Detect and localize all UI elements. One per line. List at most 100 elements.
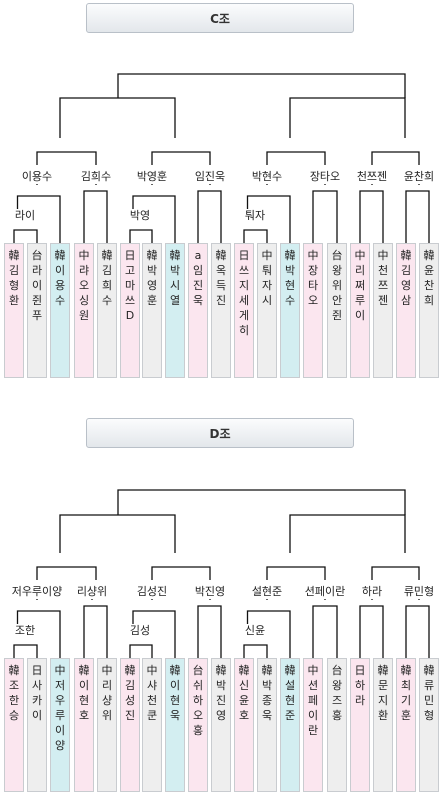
- player-country-flag: 中: [101, 664, 113, 677]
- player-name: 문지환: [377, 679, 389, 722]
- qf-label: 김성진: [135, 585, 169, 599]
- qf-label: 김희수: [79, 170, 113, 184]
- player-country-flag: 台: [331, 664, 343, 677]
- player-name: 이현호: [78, 679, 90, 722]
- qf-label: 션페이란: [303, 585, 347, 599]
- player-country-flag: 韓: [54, 249, 66, 262]
- player-card: 中 션페이란: [303, 658, 323, 792]
- player-country-flag: 日: [31, 664, 43, 677]
- player-name: 저우루이양: [54, 679, 66, 752]
- player-country-flag: 台: [331, 249, 343, 262]
- bracket-line: [266, 566, 326, 580]
- player-name: 임진욱: [192, 264, 204, 307]
- group-d-header: D조: [86, 418, 354, 448]
- bracket-line: [312, 190, 338, 243]
- player-country-flag: 韓: [423, 249, 435, 262]
- player-card: 韓 이용수: [50, 243, 70, 378]
- bracket-line: [243, 644, 268, 658]
- player-name: 김성진: [124, 679, 136, 722]
- bracket-line: [129, 644, 153, 658]
- bracket-line: [312, 605, 338, 658]
- player-name: 왕위안쥔: [331, 264, 343, 322]
- player-card: 韓 김성진: [120, 658, 140, 792]
- bracket-line: [289, 97, 406, 138]
- player-country-flag: 韓: [8, 249, 20, 262]
- player-country-flag: 韓: [146, 249, 158, 262]
- player-country-flag: 韓: [124, 664, 136, 677]
- first-round-label: 신윤: [243, 624, 267, 638]
- player-country-flag: 韓: [215, 664, 227, 677]
- qf-label: 이용수: [20, 170, 54, 184]
- bracket-line: [197, 190, 222, 243]
- bracket-line: [36, 151, 97, 165]
- player-name: 최기훈: [400, 679, 412, 722]
- player-name: 김희수: [101, 264, 113, 307]
- qf-label: 저우루이양: [10, 585, 64, 599]
- player-country-flag: 中: [307, 664, 319, 677]
- player-name: 션페이란: [307, 679, 319, 737]
- player-card: 韓 김영삼: [396, 243, 416, 378]
- first-round-label: 김성: [128, 624, 152, 638]
- bracket-line: [405, 190, 430, 243]
- bracket-line: [13, 644, 38, 658]
- player-card: 韓 신윤호: [234, 658, 254, 792]
- player-country-flag: 韓: [215, 249, 227, 262]
- player-name: 이용수: [54, 264, 66, 307]
- qf-label: 박영훈: [135, 170, 169, 184]
- bracket-line: [117, 489, 406, 515]
- player-card: 韓 문지환: [373, 658, 393, 792]
- qf-label: 장타오: [308, 170, 342, 184]
- player-country-flag: 中: [307, 249, 319, 262]
- bracket-line: [36, 566, 97, 580]
- bracket-line: [59, 97, 176, 138]
- player-name: 설현준: [284, 679, 296, 722]
- qf-label: 박현수: [250, 170, 284, 184]
- player-name: 신윤호: [238, 679, 250, 722]
- player-name: 윤찬희: [423, 264, 435, 307]
- player-name: 옥득진: [215, 264, 227, 307]
- qf-label: 류민형: [402, 585, 436, 599]
- player-card: 台 왕위안쥔: [327, 243, 347, 378]
- first-round-label: 퉈자: [243, 209, 267, 223]
- group-c-header: C조: [86, 3, 354, 33]
- player-name: 고마쓰D: [124, 264, 136, 322]
- bracket-line: [151, 151, 211, 165]
- bracket-line: [405, 605, 430, 658]
- player-country-flag: 韓: [169, 664, 181, 677]
- player-country-flag: 韓: [377, 664, 389, 677]
- player-name: 퉈자시: [261, 264, 273, 307]
- bracket-line: [359, 605, 384, 658]
- player-country-flag: 韓: [400, 249, 412, 262]
- player-name: 김영삼: [400, 264, 412, 307]
- player-name: 샤천쿤: [146, 679, 158, 722]
- player-country-flag: 韓: [169, 249, 181, 262]
- player-card: 韓 윤찬희: [419, 243, 439, 378]
- player-country-flag: 台: [192, 664, 204, 677]
- first-round-label: 라이: [13, 209, 37, 223]
- group-d-bracket-lines: [13, 489, 430, 658]
- player-card: 韓 옥득진: [211, 243, 231, 378]
- group-c-bracket-lines: [13, 73, 430, 243]
- player-name: 장타오: [307, 264, 319, 307]
- player-name: 박현수: [284, 264, 296, 307]
- player-country-flag: 韓: [238, 664, 250, 677]
- player-name: 하라: [354, 679, 366, 707]
- player-name: 조한승: [8, 679, 20, 722]
- bracket-line: [129, 229, 153, 243]
- bracket-line: [83, 190, 108, 243]
- player-country-flag: 韓: [8, 664, 20, 677]
